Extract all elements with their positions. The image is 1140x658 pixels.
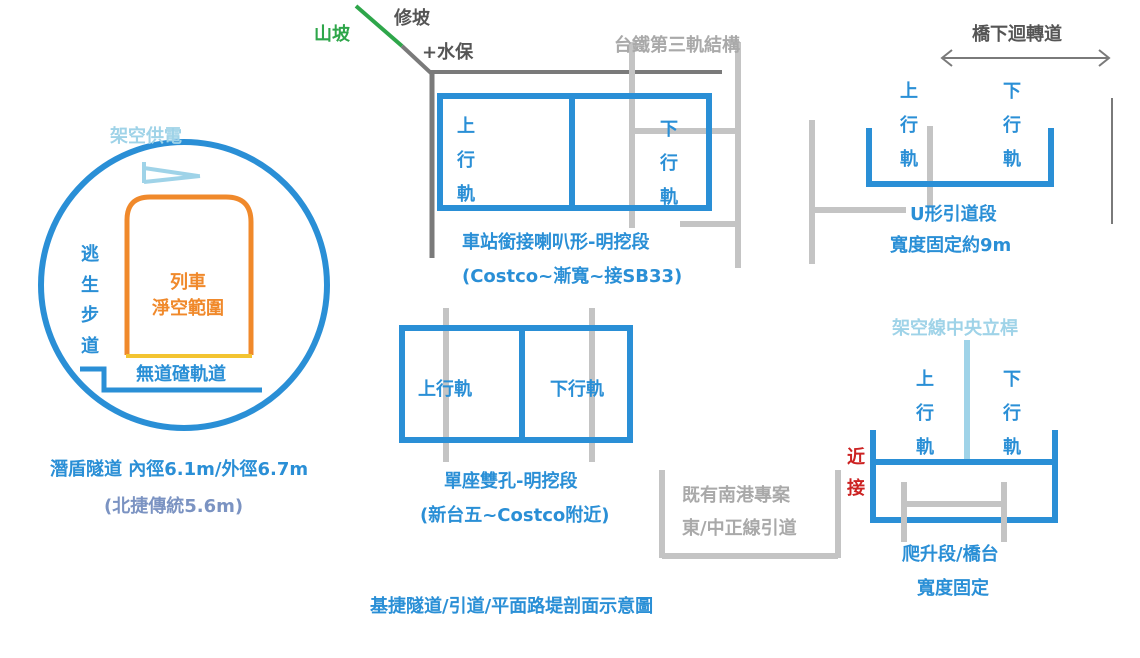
station-box-right [569,93,712,211]
catenary-mast-label: 架空線中央立桿 [892,318,1018,339]
overhead-power-label: 架空供電 [110,126,182,147]
turnaround-label: 橋下迴轉道 [972,24,1062,45]
climb-down-track-label: 下 行 軌 [1003,369,1021,459]
pantograph-icon [142,162,201,184]
escape-walkway-label: 逃 生 步 道 [81,244,99,357]
climb-up-track-label: 上 行 軌 [916,369,934,459]
u-down-track-label: 下 行 軌 [1003,81,1021,171]
turnaround-arrow-right-icon [1098,49,1111,67]
climb-section-caption: 爬升段/橋台 [902,544,999,565]
u-section-caption: U形引道段 [910,204,997,225]
u-section-width: 寬度固定約9m [890,235,1012,256]
station-down-track-label: 下 行 軌 [660,119,678,209]
u-section-trough [866,128,1054,187]
existing-line-label-2: 東/中正線引道 [682,518,797,539]
station-section-range: (Costco~漸寬~接SB33) [462,266,683,287]
main-title: 基捷隧道/引道/平面路堤剖面示意圖 [370,596,654,617]
tra-structure-label: 台鐵第三軌結構 [614,35,740,56]
approach-label: 近 接 [847,447,865,499]
twin-box-right [519,325,633,443]
shield-tunnel-note: (北捷傳統5.6m) [104,496,244,517]
existing-approach-frame [659,470,841,559]
climb-section-trough [870,430,1058,523]
turnaround-arrow-left-icon [940,49,953,67]
repair-slope-line [400,44,434,76]
hillside-label: 山坡 [314,24,350,45]
twin-box-up-track-label: 上行軌 [418,379,472,400]
twin-box-down-track-label: 下行軌 [550,379,604,400]
abutment-frame [901,482,1007,542]
existing-line-label-1: 既有南港專案 [682,485,790,506]
climb-section-width: 寬度固定 [917,578,989,599]
tunnel-shield-circle [38,139,330,431]
station-section-caption: 車站銜接喇叭形-明挖段 [462,232,650,253]
twin-box-range: (新台五~Costco附近) [420,505,610,526]
ballastless-track-label: 無道碴軌道 [136,364,226,385]
hillside-slope-line [354,4,404,48]
train-clearance-label: 列車 淨空範圍 [152,272,224,320]
station-up-track-label: 上 行 軌 [457,116,475,206]
walkway-track-line [80,366,262,393]
shield-tunnel-caption: 潛盾隧道 內徑6.1m/外徑6.7m [50,459,309,480]
water-soil-label: +水保 [422,42,474,63]
repair-slope-label: 修坡 [394,8,430,29]
train-clearance-envelope [124,194,254,355]
u-up-track-label: 上 行 軌 [900,81,918,171]
twin-box-caption: 單座雙孔-明挖段 [444,471,578,492]
